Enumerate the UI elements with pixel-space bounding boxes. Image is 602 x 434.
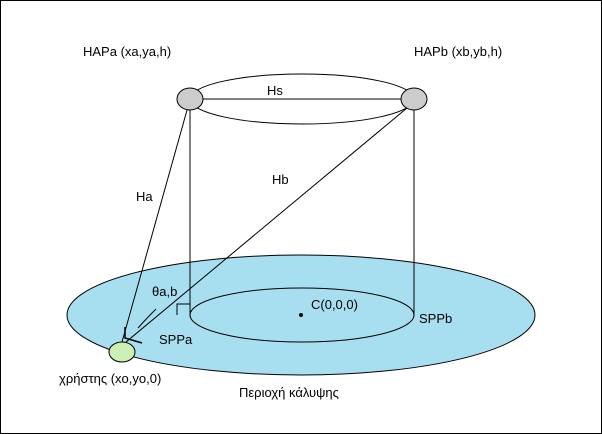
center-label: C(0,0,0) xyxy=(311,297,358,312)
user-label: χρήστης (xo,yo,0) xyxy=(59,371,161,386)
sppa-label: SPPa xyxy=(159,332,193,347)
user-node xyxy=(108,341,136,363)
ha-label: Ha xyxy=(136,189,153,204)
hs-label: Hs xyxy=(267,83,283,98)
hapa-node xyxy=(176,87,204,111)
hb-line xyxy=(125,102,414,343)
coverage-label: Περιοχή κάλυψης xyxy=(239,385,339,400)
hapb-node xyxy=(400,87,428,111)
theta-angle-arc xyxy=(137,308,157,329)
user-angle-marker xyxy=(124,327,143,344)
hb-label: Hb xyxy=(272,172,289,187)
right-angle-marker xyxy=(176,303,190,315)
hapa-label: HAPa (xa,ya,h) xyxy=(83,44,171,59)
ha-line xyxy=(121,102,190,343)
sppb-label: SPPb xyxy=(419,311,452,326)
center-point xyxy=(299,313,303,317)
theta-label: θa,b xyxy=(152,284,177,299)
hapb-label: HAPb (xb,yb,h) xyxy=(414,44,502,59)
